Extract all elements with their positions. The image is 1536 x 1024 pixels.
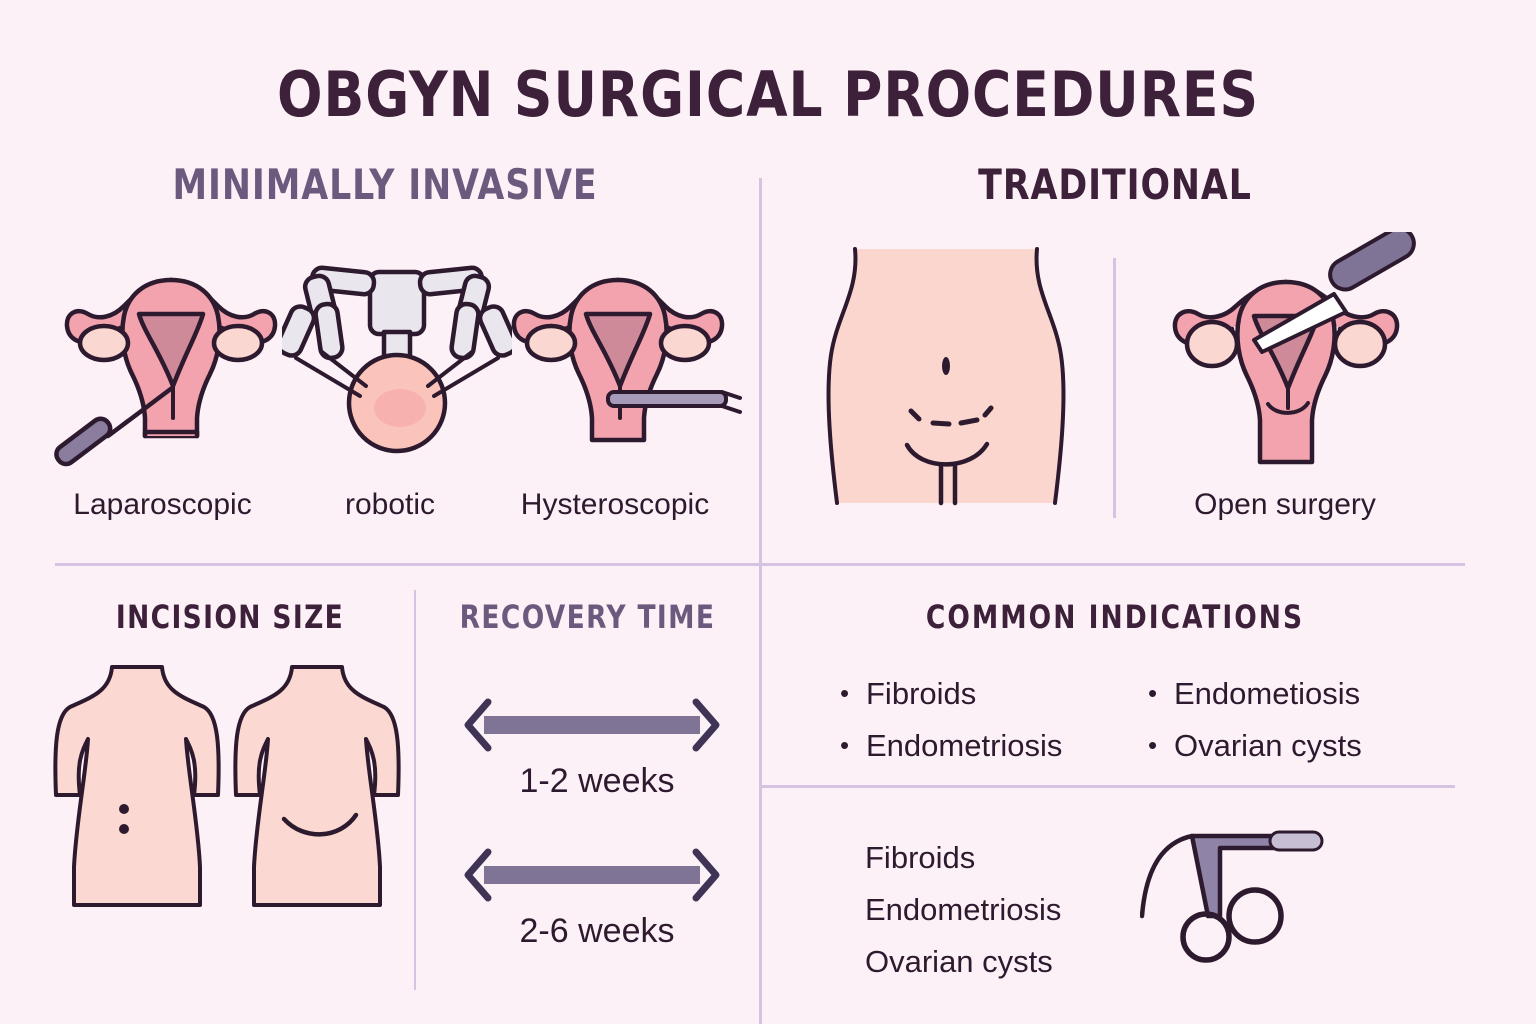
divider-horizontal-main (55, 563, 1465, 566)
torso-keyhole-incisions-icon (53, 665, 221, 907)
list-item: Ovarian cysts (1148, 719, 1448, 772)
robotic-arms-icon (282, 265, 512, 454)
heading-incision-size: INCISION SIZE (115, 598, 345, 636)
caption-hysteroscopic: Hysteroscopic (520, 488, 710, 521)
divider-vertical-top (759, 178, 762, 566)
list-item: Endometiosis (1148, 667, 1448, 720)
heading-recovery-time: RECOVERY TIME (459, 598, 716, 636)
double-arrow-icon (464, 848, 720, 902)
divider-vertical-incision-recovery (414, 590, 416, 990)
double-arrow-icon (464, 698, 720, 752)
list-item: Ovarian cysts (865, 944, 1053, 979)
heading-minimally-invasive: MINIMALLY INVASIVE (172, 160, 598, 209)
keyhole-mark (119, 824, 129, 834)
heading-traditional: TRADITIONAL (978, 160, 1252, 209)
list-item: Fibroids (865, 840, 976, 875)
list-item: Fibroids (840, 667, 1110, 720)
hysteroscope-instrument (606, 390, 742, 414)
divider-vertical-traditional (1113, 258, 1116, 518)
indications-list-right: Endometiosis Ovarian cysts (1148, 667, 1448, 772)
list-item: Endometriosis (840, 719, 1110, 772)
indications-plain-list: Fibroids Endometriosis Ovarian cysts (865, 832, 1061, 988)
recovery-label-minimally-invasive: 1-2 weeks (519, 762, 675, 800)
list-item: Endometriosis (865, 892, 1062, 927)
large-incision-mark (281, 812, 359, 837)
heading-common-indications: COMMON INDICATIONS (925, 598, 1305, 636)
surgical-scissors-icon (1140, 830, 1324, 963)
indications-list-left: Fibroids Endometriosis (840, 667, 1110, 772)
laparoscope-instrument (54, 385, 175, 467)
caption-open-surgery: Open surgery (1194, 488, 1376, 521)
caption-robotic: robotic (344, 488, 436, 521)
abdomen-incision-icon (826, 247, 1066, 506)
recovery-label-traditional: 2-6 weeks (519, 912, 675, 950)
uterus-with-hysteroscope-icon (511, 277, 742, 443)
divider-vertical-bottom (759, 566, 762, 1024)
uterus-with-laparoscope-icon (54, 277, 278, 467)
keyhole-mark (119, 804, 129, 814)
torso-large-incision-icon (233, 665, 401, 907)
divider-horizontal-indications (760, 785, 1455, 788)
scalpel-instrument (1252, 232, 1416, 354)
uterus-with-scalpel-icon (1172, 232, 1416, 465)
caption-laparoscopic: Laparoscopic (73, 488, 252, 521)
page-title: OBGYN SURGICAL PROCEDURES (277, 58, 1259, 131)
